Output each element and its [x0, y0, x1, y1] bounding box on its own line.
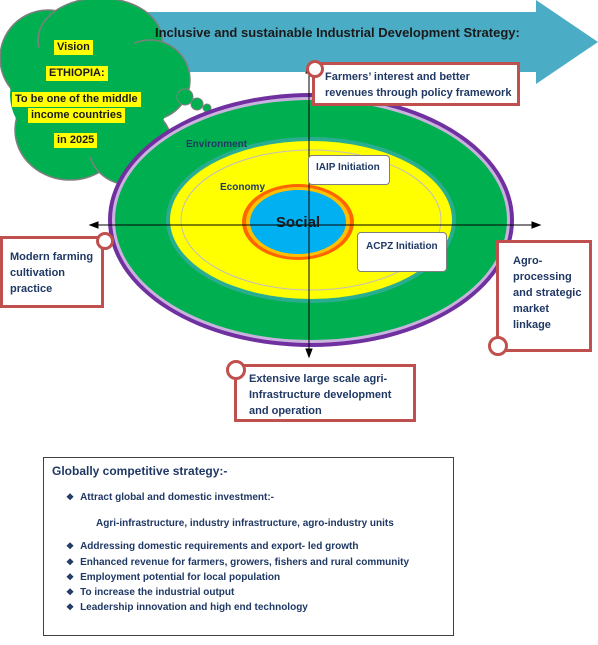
economy-label: Economy [220, 182, 266, 193]
scroll-agro-processing: Agro- processing and strategic market li… [496, 240, 592, 352]
scroll-right-line-5: linkage [513, 319, 551, 331]
scroll-bottom-curl [226, 360, 246, 380]
scroll-bottom-line-2: Infrastructure development [249, 389, 392, 401]
scroll-top-curl [306, 60, 324, 78]
strategy-item: ❖ Attract global and domestic investment:… [66, 492, 274, 503]
strategy-item: ❖ Leadership innovation and high end tech… [66, 602, 308, 613]
vision-line-1: Vision [54, 40, 93, 55]
scroll-top-line-2: revenues through policy framework [325, 87, 512, 99]
diamond-bullet-icon: ❖ [66, 587, 75, 597]
strategy-sub-item: Agri-infrastructure, industry infrastruc… [96, 518, 394, 529]
scroll-left-curl [96, 232, 114, 250]
strategy-item: ❖ Employment potential for local populati… [66, 572, 280, 583]
cloud-bubble-1 [176, 88, 194, 106]
strategy-item: ❖ Enhanced revenue for farmers, growers, … [66, 557, 409, 568]
iaip-initiation-label: IAIP Initiation [316, 162, 380, 173]
strategy-title: Globally competitive strategy:- [52, 464, 228, 478]
banner-title: Inclusive and sustainable Industrial Dev… [155, 25, 520, 40]
vision-line-3: To be one of the middle [12, 92, 141, 107]
iaip-initiation-box: IAIP Initiation [308, 155, 390, 185]
scroll-farmers-interest: Farmers’ interest and better revenues th… [312, 62, 520, 106]
scroll-modern-farming: Modern farming cultivation practice [0, 236, 104, 308]
strategy-item-text: Addressing domestic requirements and exp… [80, 541, 359, 552]
acpz-initiation-box: ACPZ Initiation [357, 232, 447, 272]
vision-line-2: ETHIOPIA: [46, 66, 108, 81]
strategy-item-text: Leadership innovation and high end techn… [80, 602, 308, 613]
strategy-item: ❖ Addressing domestic requirements and ex… [66, 541, 358, 552]
strategy-box: Globally competitive strategy:- ❖ Attract… [43, 457, 454, 636]
scroll-bottom-line-3: and operation [249, 405, 322, 417]
scroll-left-line-1: Modern farming [10, 251, 94, 263]
strategy-item-text: Attract global and domestic investment:- [80, 492, 274, 503]
scroll-extensive-infrastructure: Extensive large scale agri- Infrastructu… [234, 364, 416, 422]
cloud-bubble-2 [190, 97, 204, 111]
social-core [250, 190, 346, 254]
ring-diagram [108, 93, 514, 347]
environment-label: Environment [186, 139, 248, 150]
scroll-right-curl [488, 336, 508, 356]
diamond-bullet-icon: ❖ [66, 557, 75, 567]
scroll-bottom-line-1: Extensive large scale agri- [249, 373, 388, 385]
scroll-right-line-1: Agro- [513, 255, 543, 267]
diamond-bullet-icon: ❖ [66, 541, 75, 551]
strategy-item-text: Employment potential for local populatio… [80, 572, 281, 583]
diamond-bullet-icon: ❖ [66, 602, 75, 612]
scroll-right-line-2: processing [513, 271, 572, 283]
strategy-item-text: Enhanced revenue for farmers, growers, f… [80, 557, 410, 568]
vision-line-5: in 2025 [54, 133, 98, 148]
diamond-bullet-icon: ❖ [66, 572, 75, 582]
strategy-item: ❖ To increase the industrial output [66, 587, 234, 598]
scroll-right-line-3: and strategic [513, 287, 582, 299]
scroll-top-line-1: Farmers’ interest and better [325, 71, 470, 83]
acpz-initiation-label: ACPZ Initiation [366, 241, 438, 252]
scroll-left-line-2: cultivation [10, 267, 66, 279]
scroll-right-line-4: market [513, 303, 550, 315]
strategy-item-text: To increase the industrial output [80, 587, 235, 598]
social-label: Social [276, 214, 320, 231]
scroll-left-line-3: practice [10, 283, 53, 295]
diamond-bullet-icon: ❖ [66, 492, 75, 502]
vision-line-4: income countries [28, 108, 126, 123]
